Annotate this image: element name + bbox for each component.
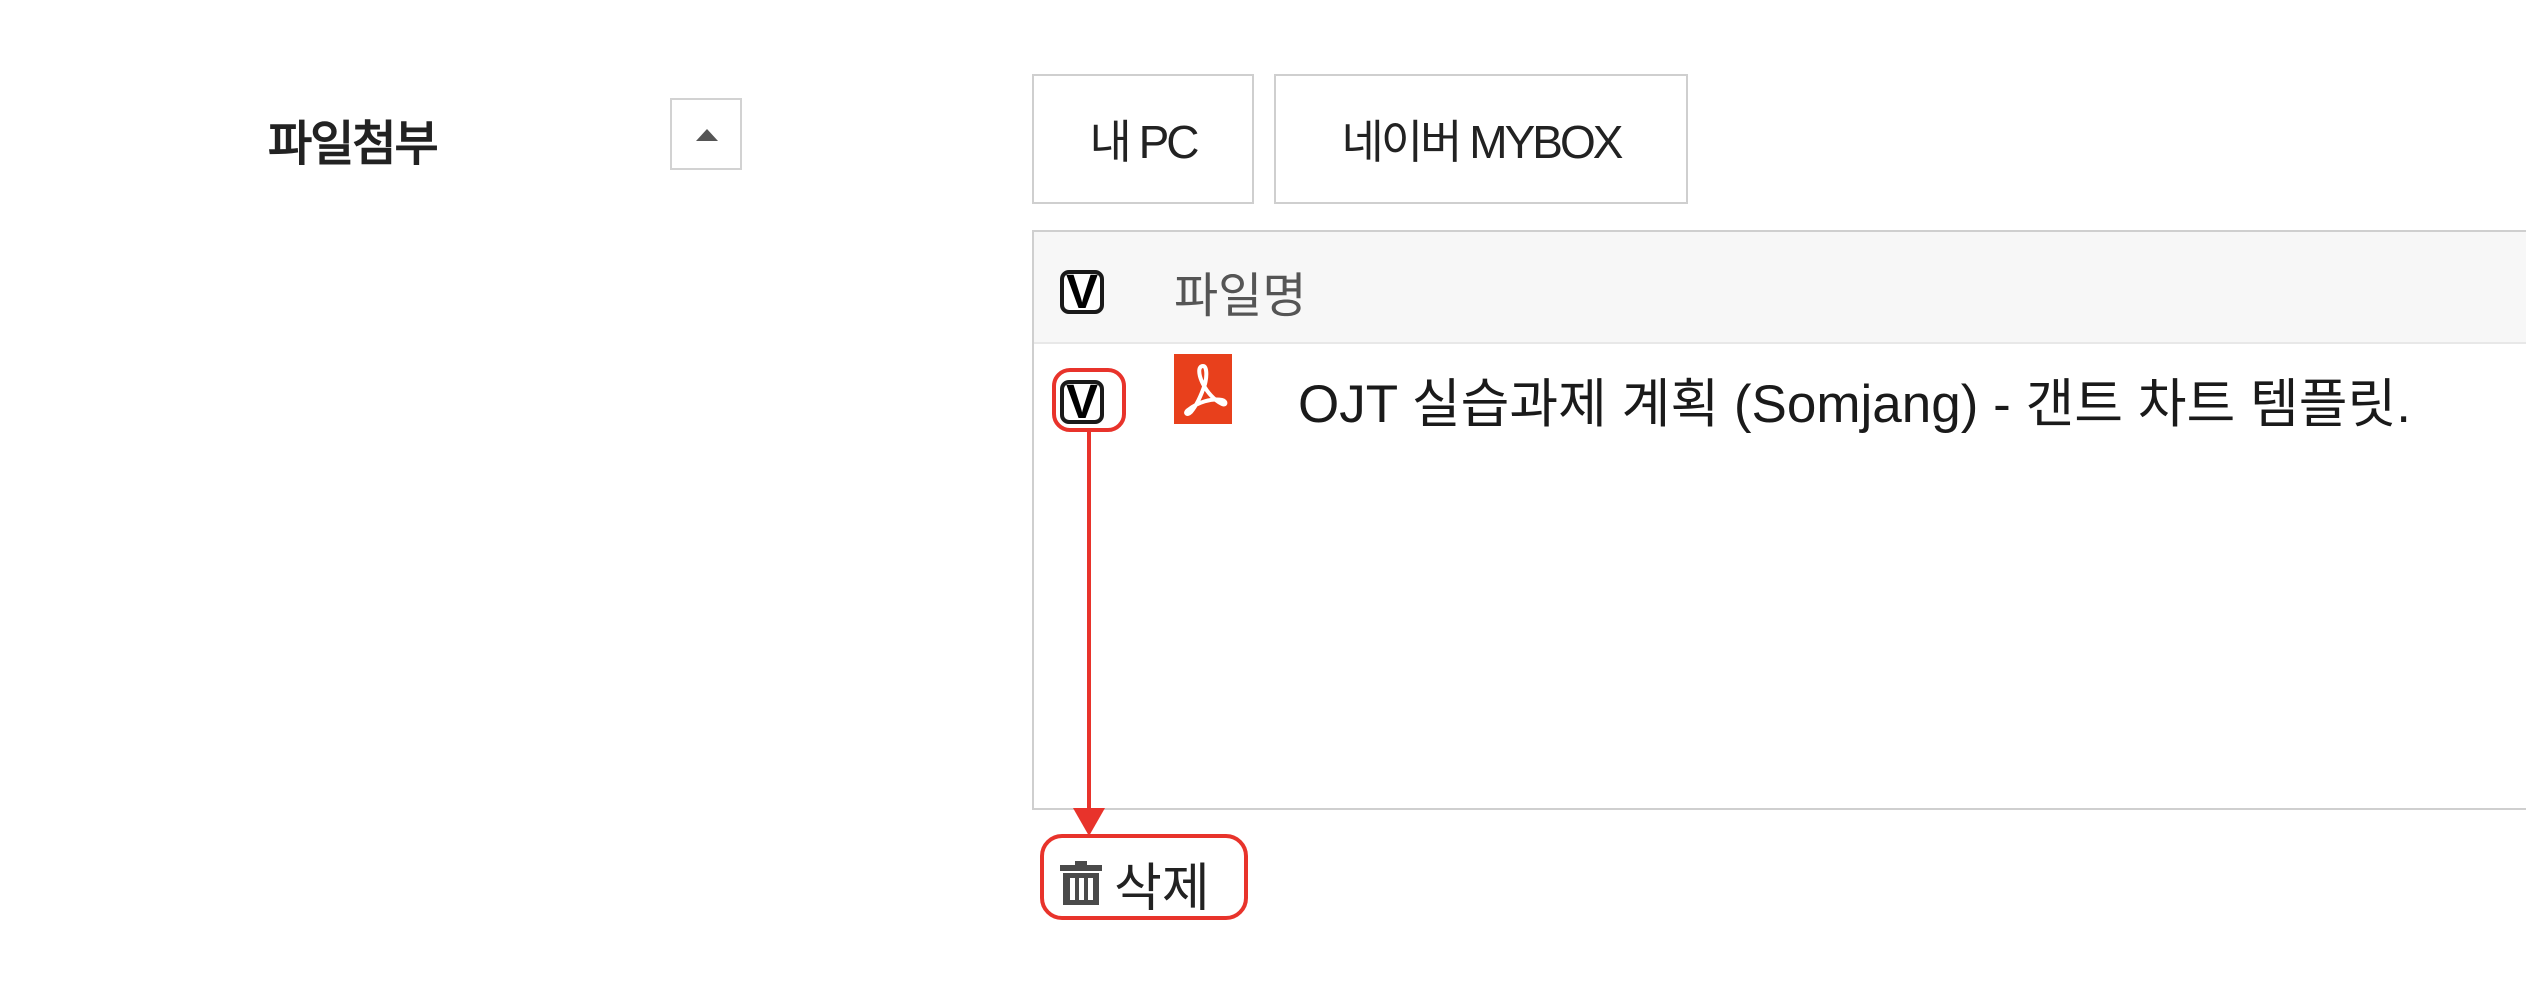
file-list-header: V 파일명 [1034,232,2526,344]
trash-icon [1060,860,1102,905]
delete-label: 삭제 [1114,859,1210,919]
filename-column-header: 파일명 [1174,268,1307,324]
my-pc-button[interactable]: 내 PC [1032,74,1254,204]
section-label: 파일첨부 [268,116,439,172]
checkmark-icon: V [1065,266,1098,319]
select-all-checkbox[interactable]: V [1060,266,1104,319]
naver-mybox-button[interactable]: 네이버 MYBOX [1274,74,1688,204]
file-list: V 파일명 V OJT 실습과제 계획 (Somjang) - 갠트 차트 템플… [1032,230,2526,810]
checkmark-icon: V [1065,376,1098,429]
file-row-checkbox[interactable]: V [1060,376,1104,429]
annotation-arrow-head [1073,808,1105,836]
collapse-button[interactable] [670,98,742,170]
delete-button[interactable]: 삭제 [1058,846,1210,921]
pdf-file-icon [1174,354,1232,424]
triangle-up-icon [696,129,718,141]
file-name: OJT 실습과제 계획 (Somjang) - 갠트 차트 템플릿. [1298,375,2411,434]
